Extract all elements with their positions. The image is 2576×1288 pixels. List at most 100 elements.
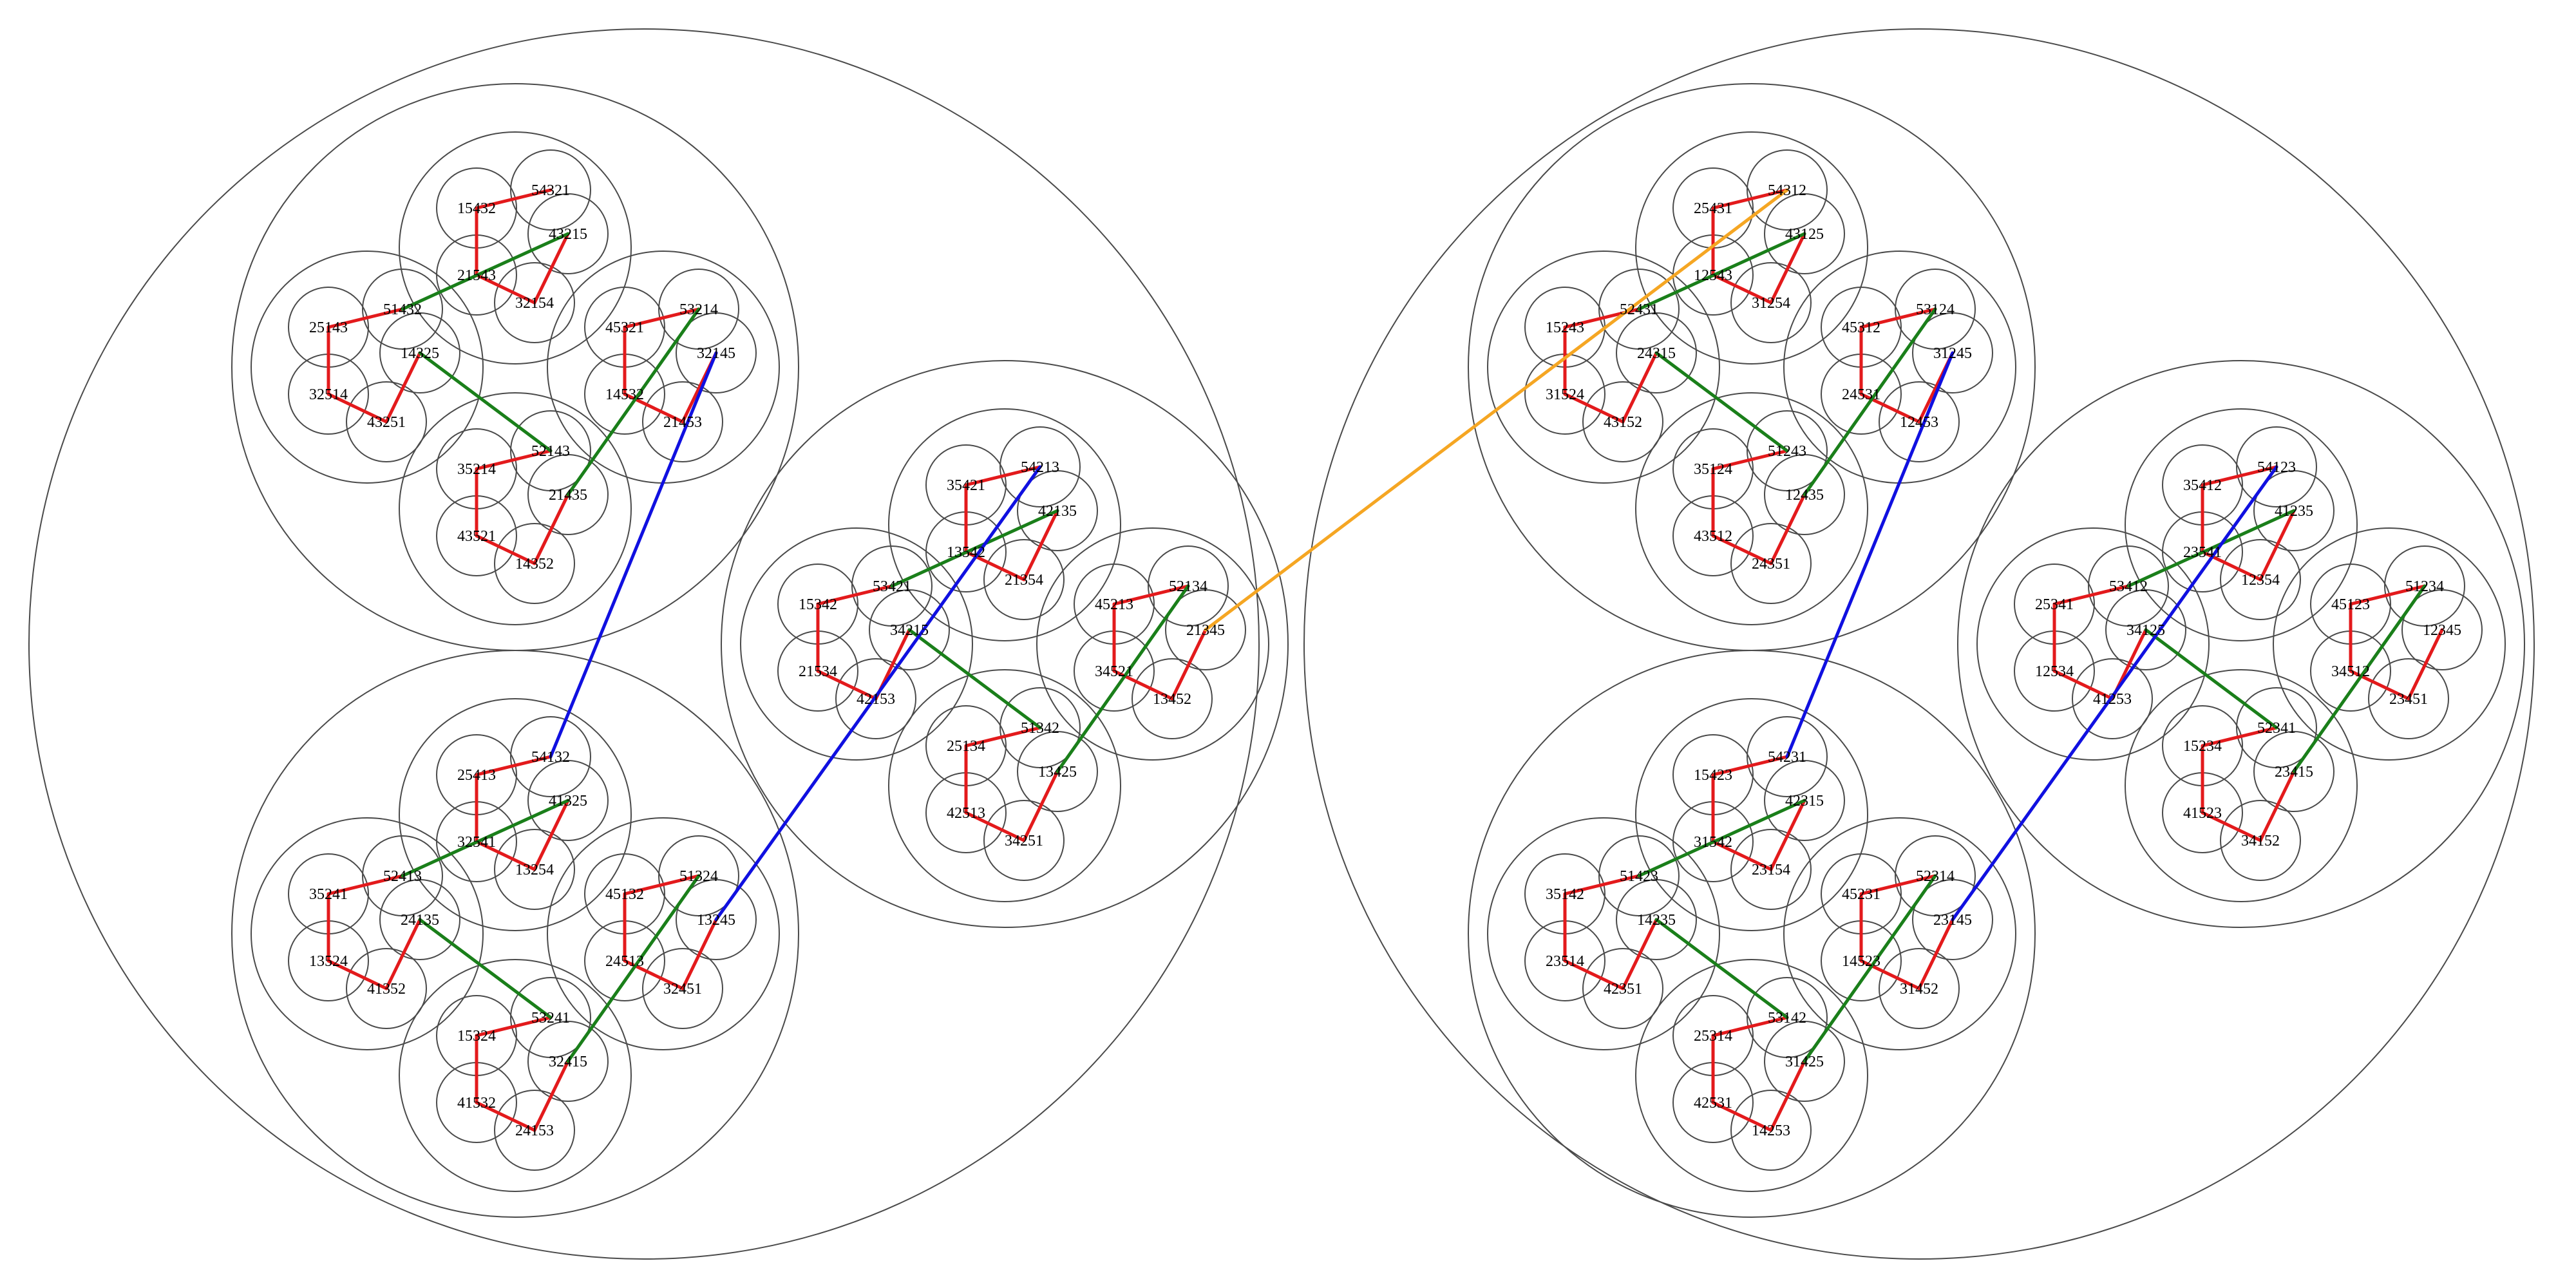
red-edge — [816, 584, 894, 606]
node-circle — [1730, 829, 1812, 910]
green-edge — [907, 628, 1042, 730]
group-circle-r_bl_r — [1783, 817, 2016, 1050]
group-circle-l_tl_t — [399, 131, 632, 365]
node-circle — [851, 545, 933, 627]
node-circle — [1616, 312, 1697, 393]
node-label: 25134 — [947, 738, 985, 755]
node-label: 43251 — [367, 414, 406, 431]
group-circle-l_tl_r — [547, 251, 780, 484]
node-label: 25314 — [1694, 1028, 1732, 1045]
red-edge — [1769, 799, 1806, 871]
red-edge — [475, 449, 553, 471]
node-circle — [1747, 716, 1828, 797]
node-circle — [676, 879, 757, 960]
outer-circle-r — [1303, 28, 2535, 1260]
node-circle — [379, 879, 460, 960]
node-label: 51234 — [2405, 578, 2444, 595]
node-circle — [1582, 381, 1663, 462]
outer-circle-l — [28, 28, 1260, 1260]
node-label: 14325 — [401, 345, 439, 362]
red-edge — [327, 392, 388, 424]
node-circle — [379, 312, 460, 393]
node-label: 35124 — [1694, 461, 1732, 478]
node-label: 45132 — [605, 886, 644, 903]
node-label: 13542 — [947, 544, 985, 561]
node-label: 13245 — [697, 912, 735, 929]
node-label: 42531 — [1694, 1095, 1732, 1112]
red-edge — [1769, 232, 1806, 305]
red-edge — [1112, 584, 1190, 606]
blue-edge — [549, 351, 718, 759]
node-label: 12354 — [2241, 572, 2280, 589]
red-edge — [475, 1101, 536, 1132]
node-label: 45312 — [1842, 319, 1880, 336]
red-edge — [533, 493, 570, 565]
cluster-circle-r_r — [1957, 360, 2525, 928]
node-circle — [346, 948, 427, 1029]
node-label: 25413 — [457, 767, 496, 784]
red-edge — [1022, 770, 1059, 842]
red-edge — [1563, 959, 1625, 990]
node-circle — [2220, 800, 2301, 881]
node-circle — [2384, 545, 2465, 627]
blue-edge — [714, 465, 1042, 922]
node-label: 12435 — [1785, 487, 1824, 504]
group-circle-l_bl_l — [251, 817, 484, 1050]
node-circle — [1165, 589, 1246, 670]
node-circle — [1017, 731, 1098, 812]
node-circle — [346, 381, 427, 462]
node-circle — [1132, 658, 1213, 739]
group-circle-r_tl_b — [1635, 392, 1868, 625]
group-circle-l_r_r — [1036, 527, 1269, 761]
red-edge — [1711, 534, 1773, 565]
node-label: 15342 — [799, 596, 837, 613]
node-label: 51243 — [1768, 443, 1806, 460]
node-circle — [2236, 687, 2317, 768]
node-circle — [494, 523, 575, 604]
node-label: 14352 — [515, 556, 554, 573]
node-label: 53241 — [531, 1010, 570, 1027]
node-label: 53124 — [1916, 301, 1955, 318]
node-circle — [2253, 470, 2334, 551]
red-edge — [1621, 351, 1658, 424]
node-circle — [1879, 948, 1960, 1029]
node-label: 32154 — [515, 295, 554, 312]
node-circle — [658, 269, 739, 350]
green-edge — [1654, 918, 1789, 1019]
red-edge — [681, 918, 718, 990]
node-label: 13524 — [309, 953, 348, 970]
green-edge — [1637, 799, 1806, 878]
node-circle — [527, 454, 609, 535]
red-edge — [1711, 449, 1789, 471]
node-label: 24351 — [1752, 556, 1790, 573]
red-edge — [475, 755, 553, 777]
node-label: 21345 — [1186, 622, 1225, 639]
node-label: 52314 — [1916, 868, 1955, 885]
green-edge — [566, 307, 701, 497]
node-circle — [1747, 149, 1828, 231]
node-label: 41352 — [367, 981, 406, 998]
red-edge — [816, 669, 878, 701]
node-label: 13425 — [1038, 764, 1077, 781]
red-edge — [475, 273, 536, 305]
group-circle-r_r_r — [2273, 527, 2506, 761]
node-label: 41253 — [2093, 691, 2132, 708]
node-label: 45321 — [605, 319, 644, 336]
node-label: 45213 — [1095, 596, 1133, 613]
red-edge — [384, 351, 422, 424]
red-edge — [623, 307, 701, 329]
node-circle — [2105, 589, 2186, 670]
node-label: 21543 — [457, 267, 496, 284]
node-circle — [642, 381, 723, 462]
node-circle — [658, 835, 739, 916]
node-circle — [1895, 835, 1976, 916]
node-label: 51432 — [383, 301, 422, 318]
node-label: 54213 — [1021, 459, 1059, 476]
node-label: 54312 — [1768, 182, 1806, 199]
node-circle — [1764, 193, 1845, 274]
red-edge — [2052, 669, 2114, 701]
node-label: 12534 — [2035, 663, 2074, 680]
group-circle-r_r_b — [2125, 669, 2358, 902]
node-label: 54321 — [531, 182, 570, 199]
node-label: 43125 — [1785, 226, 1824, 243]
